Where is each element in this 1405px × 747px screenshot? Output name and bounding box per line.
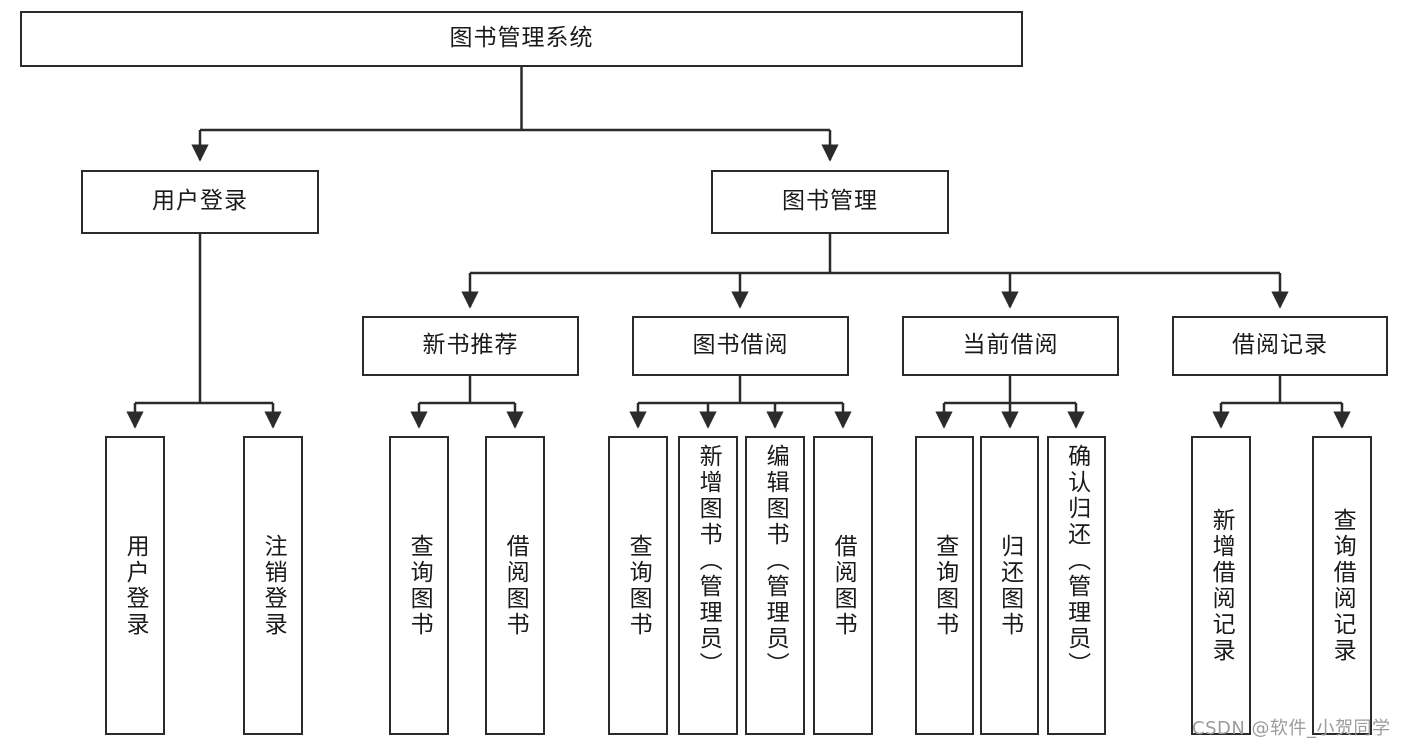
node-leaf-query-book-rec[interactable]: 查询图书 (389, 436, 449, 735)
node-label: 图书管理 (782, 188, 878, 215)
node-label: 查询图书 (406, 533, 433, 638)
node-book-borrow[interactable]: 图书借阅 (632, 316, 849, 376)
node-leaf-query-borrow-record[interactable]: 查询借阅记录 (1312, 436, 1372, 735)
node-user-login[interactable]: 用户登录 (81, 170, 319, 234)
node-label: 查询图书 (931, 533, 958, 638)
node-label: 用户登录 (122, 533, 149, 638)
node-borrow-record[interactable]: 借阅记录 (1172, 316, 1388, 376)
node-label: 编辑图书（管理员） (762, 444, 789, 678)
node-new-book-recommend[interactable]: 新书推荐 (362, 316, 579, 376)
node-label: 图书管理系统 (449, 25, 594, 52)
node-label: 当前借阅 (962, 332, 1059, 359)
node-label: 新增图书（管理员） (695, 444, 722, 678)
csdn-watermark: CSDN @软件_小贺同学 (1192, 718, 1391, 739)
node-book-manage[interactable]: 图书管理 (711, 170, 949, 234)
node-leaf-add-borrow-record[interactable]: 新增借阅记录 (1191, 436, 1251, 735)
node-label: 新书推荐 (422, 332, 519, 359)
node-label: 查询借阅记录 (1329, 507, 1356, 664)
node-label: 归还图书 (996, 533, 1023, 638)
node-leaf-query-book-current[interactable]: 查询图书 (915, 436, 974, 735)
node-root-system[interactable]: 图书管理系统 (20, 11, 1023, 67)
node-leaf-add-book-admin[interactable]: 新增图书（管理员） (678, 436, 738, 735)
node-leaf-query-book-borrow[interactable]: 查询图书 (608, 436, 668, 735)
node-leaf-borrow-book[interactable]: 借阅图书 (813, 436, 873, 735)
node-label: 借阅图书 (830, 533, 857, 638)
node-label: 查询图书 (625, 533, 652, 638)
node-leaf-edit-book-admin[interactable]: 编辑图书（管理员） (745, 436, 805, 735)
node-label: 借阅记录 (1232, 332, 1328, 359)
node-current-borrow[interactable]: 当前借阅 (902, 316, 1119, 376)
node-label: 注销登录 (260, 533, 287, 638)
node-label: 确认归还（管理员） (1063, 444, 1090, 678)
node-label: 图书借阅 (692, 332, 789, 359)
node-label: 用户登录 (152, 188, 248, 215)
node-leaf-user-logout[interactable]: 注销登录 (243, 436, 303, 735)
node-label: 借阅图书 (502, 533, 529, 638)
node-leaf-user-login[interactable]: 用户登录 (105, 436, 165, 735)
node-leaf-return-book[interactable]: 归还图书 (980, 436, 1039, 735)
node-leaf-borrow-book-rec[interactable]: 借阅图书 (485, 436, 545, 735)
node-leaf-confirm-return-admin[interactable]: 确认归还（管理员） (1047, 436, 1106, 735)
node-label: 新增借阅记录 (1208, 507, 1235, 664)
